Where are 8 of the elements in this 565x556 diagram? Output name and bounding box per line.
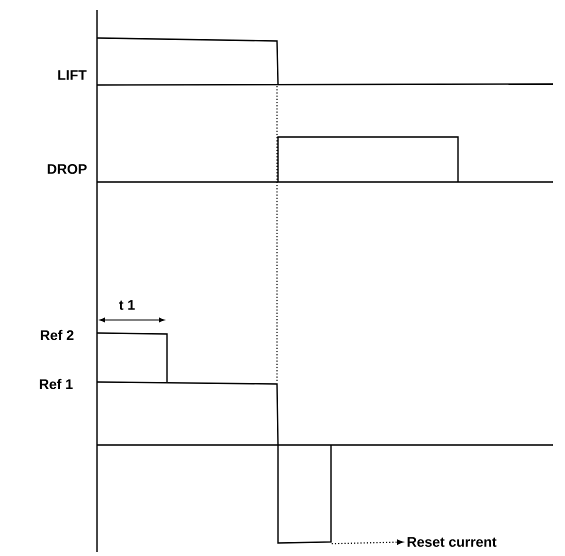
- level-label: Ref 1: [40, 378, 73, 390]
- signal-label: DROP: [48, 164, 87, 174]
- current-waveform: [277, 445, 332, 544]
- annotation-text: Reset current: [408, 537, 496, 547]
- leader-arrow: [332, 540, 404, 545]
- signal-label: LIFT: [58, 70, 87, 80]
- level-label: Ref 2: [40, 330, 74, 340]
- dimension-label: t 1: [119, 300, 135, 310]
